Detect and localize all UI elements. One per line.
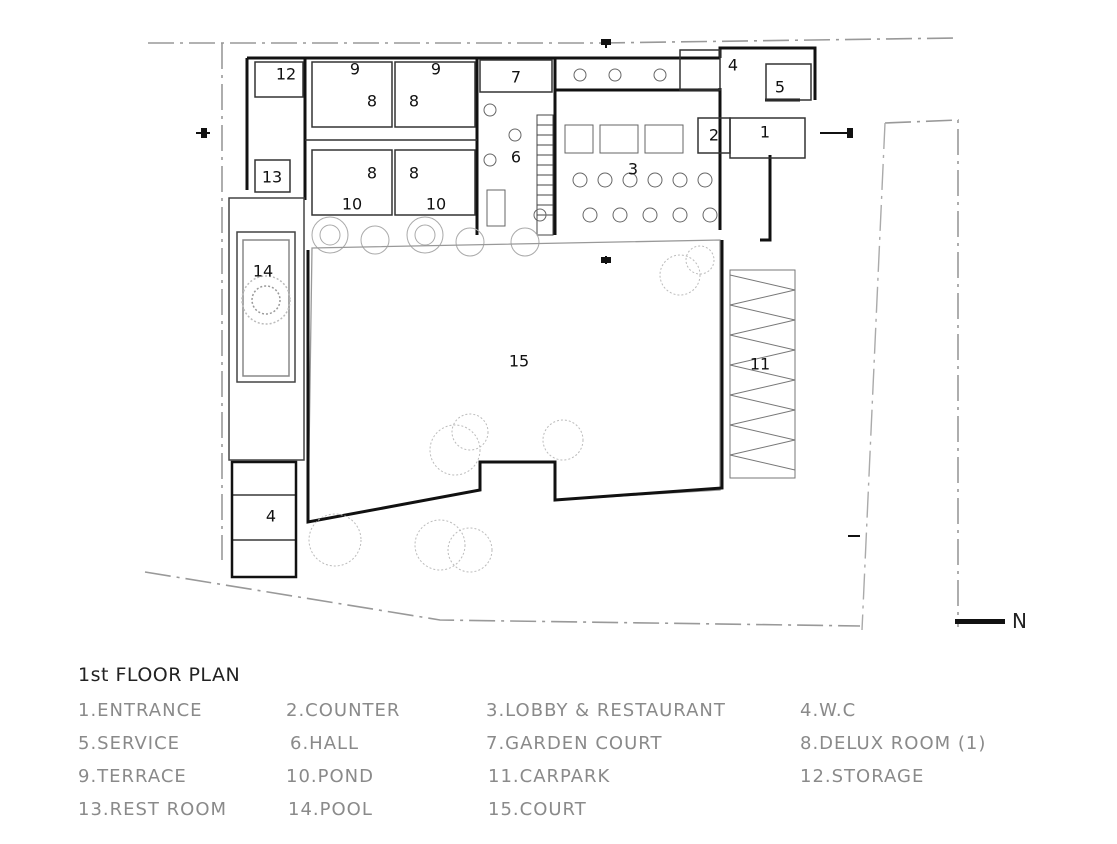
parcel-line	[861, 122, 886, 631]
legend-item-wc: 4.W.C	[800, 700, 857, 721]
room-label-6: 6	[511, 148, 521, 167]
legend-item-terrace: 9.TERRACE	[78, 766, 187, 787]
restaurant-furniture	[483, 68, 718, 227]
room-label-10a: 10	[342, 195, 362, 214]
court	[306, 239, 724, 524]
interior-partitions	[254, 49, 812, 216]
room-label-11: 11	[750, 355, 770, 374]
room-label-8d: 8	[409, 164, 419, 183]
room-label-3: 3	[628, 160, 638, 179]
room-label-13: 13	[262, 168, 282, 187]
room-label-14: 14	[253, 262, 273, 281]
legend-item-hall: 6.HALL	[290, 733, 360, 754]
plan-title: 1st FLOOR PLAN	[78, 664, 241, 686]
hall-stairs	[536, 114, 554, 236]
room-label-2: 2	[709, 126, 719, 145]
room-label-8b: 8	[409, 92, 419, 111]
carpark	[729, 269, 796, 479]
legend-item-rest-room: 13.REST ROOM	[78, 799, 228, 820]
legend-item-delux-room: 8.DELUX ROOM (1)	[800, 733, 987, 754]
pool	[228, 197, 305, 461]
wc-block-south	[230, 460, 298, 579]
room-label-9b: 9	[431, 60, 441, 79]
site-boundary	[144, 37, 959, 627]
room-label-8a: 8	[367, 92, 377, 111]
room-label-1: 1	[760, 123, 770, 142]
room-label-9a: 9	[350, 60, 360, 79]
room-label-4-north: 4	[728, 56, 738, 75]
section-markers	[196, 39, 860, 537]
legend-item-entrance: 1.ENTRANCE	[78, 700, 203, 721]
legend-item-service: 5.SERVICE	[78, 733, 181, 754]
room-label-10b: 10	[426, 195, 446, 214]
room-label-12: 12	[276, 65, 296, 84]
legend-item-counter: 2.COUNTER	[286, 700, 401, 721]
legend-item-storage: 12.STORAGE	[800, 766, 925, 787]
room-label-5: 5	[775, 78, 785, 97]
legend-item-court: 15.COURT	[488, 799, 587, 820]
building-walls	[245, 46, 817, 242]
room-numbers: 1 2 3 4 4 5 6 7 8 8 8 8 9 9 10 10 11 12 …	[253, 56, 785, 526]
legend-item-pool: 14.POOL	[288, 799, 373, 820]
legend-item-pond: 10.POND	[286, 766, 374, 787]
floor-plan: 1 2 3 4 4 5 6 7 8 8 8 8 9 9 10 10 11 12 …	[144, 37, 959, 631]
room-label-7: 7	[511, 68, 521, 87]
legend-item-carpark: 11.CARPARK	[488, 766, 611, 787]
legend-item-lobby-restaurant: 3.LOBBY & RESTAURANT	[486, 700, 726, 721]
legend-item-garden-court: 7.GARDEN COURT	[486, 733, 663, 754]
pond-pattern	[311, 216, 540, 257]
trees	[308, 245, 715, 573]
room-label-4-south: 4	[266, 507, 276, 526]
room-label-8c: 8	[367, 164, 377, 183]
room-label-15: 15	[509, 352, 529, 371]
